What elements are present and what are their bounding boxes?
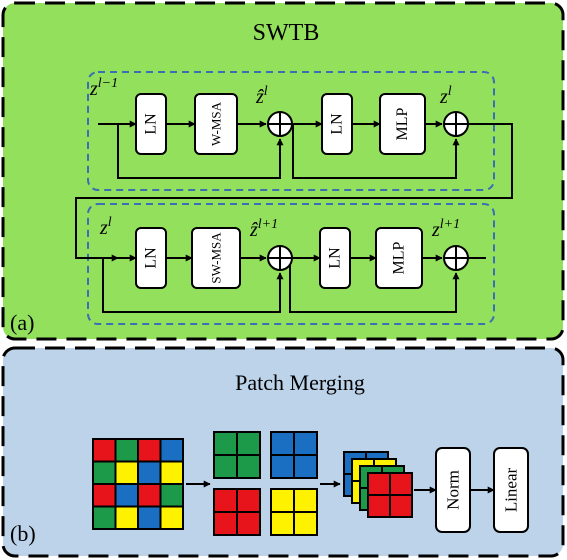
row2-sw-msa-block: SW-MSA (191, 227, 241, 289)
subpatch-cell (213, 454, 238, 479)
stacked-cell (389, 494, 413, 518)
row1-ln-2-label: LN (329, 113, 346, 135)
stage-1-frame (87, 71, 495, 191)
grid-cell (92, 438, 117, 463)
grid-cell (159, 483, 184, 508)
row2-out-label: zl+1 (431, 217, 460, 241)
grid-cell (114, 438, 139, 463)
panel-a-label: (a) (10, 310, 34, 335)
subpatch-cell (213, 431, 238, 456)
row2-add-node-1 (267, 245, 293, 271)
grid-cell (92, 460, 117, 485)
stage-2-frame (87, 203, 495, 325)
panel-b-label: (b) (10, 521, 36, 546)
row1-mid-label: ẑl (255, 84, 268, 108)
row1-ln-1-block: LN (135, 93, 167, 155)
subpatch-cell (293, 454, 318, 479)
row1-w-msa-label: W-MSA (209, 101, 224, 146)
grid-cell (114, 483, 139, 508)
grid-cell (137, 483, 162, 508)
grid-cell (114, 505, 139, 530)
grid-cell (92, 483, 117, 508)
panel-b-title: Patch Merging (235, 370, 365, 395)
subpatch-cell (293, 511, 318, 536)
green-subpatch-grid (213, 431, 261, 479)
norm-label: Norm (444, 470, 463, 510)
row1-out-label: zl (439, 84, 452, 108)
grid-cell (159, 505, 184, 530)
stacked-patches (343, 451, 413, 518)
subpatch-cell (213, 511, 238, 536)
grid-cell (114, 460, 139, 485)
subpatch-cell (236, 488, 261, 513)
row2-ln-2-block: LN (319, 227, 351, 289)
row2-input-label: zl (99, 215, 112, 239)
grid-cell (92, 505, 117, 530)
row1-ln-2-block: LN (321, 93, 353, 155)
blue-subpatch-grid (270, 431, 318, 479)
row2-mlp-block: MLP (375, 227, 423, 289)
row2-ln-1-block: LN (135, 227, 167, 289)
row2-ln-2-label: LN (327, 247, 344, 269)
row1-add-node-1 (267, 111, 293, 137)
row2-add-node-2 (443, 245, 469, 271)
row1-w-msa-block: W-MSA (194, 93, 238, 155)
subpatch-cell (270, 431, 295, 456)
grid-cell (137, 460, 162, 485)
subpatch-cell (293, 488, 318, 513)
stacked-cell (367, 472, 391, 496)
grid-cell (159, 438, 184, 463)
grid-cell (137, 505, 162, 530)
yellow-subpatch-grid (270, 488, 318, 536)
red-subpatch-grid (213, 488, 261, 536)
row2-sw-msa-label: SW-MSA (209, 232, 224, 284)
row1-input-label: zl−1 (89, 76, 118, 100)
subpatch-cell (270, 488, 295, 513)
linear-block: Linear (493, 447, 529, 533)
grid-cell (137, 438, 162, 463)
subpatch-cell (236, 431, 261, 456)
row1-mlp-label: MLP (394, 107, 411, 140)
subpatch-cell (236, 454, 261, 479)
linear-label: Linear (502, 467, 521, 512)
panel-a-title: SWTB (253, 20, 320, 46)
row1-ln-1-label: LN (143, 113, 160, 135)
row2-mlp-label: MLP (391, 241, 408, 274)
row1-add-node-2 (443, 111, 469, 137)
subpatch-cell (270, 454, 295, 479)
subpatch-cell (213, 488, 238, 513)
stacked-cell (389, 472, 413, 496)
subpatch-cell (293, 431, 318, 456)
stacked-cell (367, 494, 391, 518)
row2-ln-1-label: LN (143, 247, 160, 269)
grid-cell (159, 460, 184, 485)
subpatch-cell (270, 511, 295, 536)
norm-block: Norm (435, 447, 471, 533)
row2-mid-label: ẑl+1 (249, 217, 278, 241)
row1-mlp-block: MLP (379, 93, 426, 155)
subpatch-cell (236, 511, 261, 536)
input-patch-grid (92, 438, 184, 530)
